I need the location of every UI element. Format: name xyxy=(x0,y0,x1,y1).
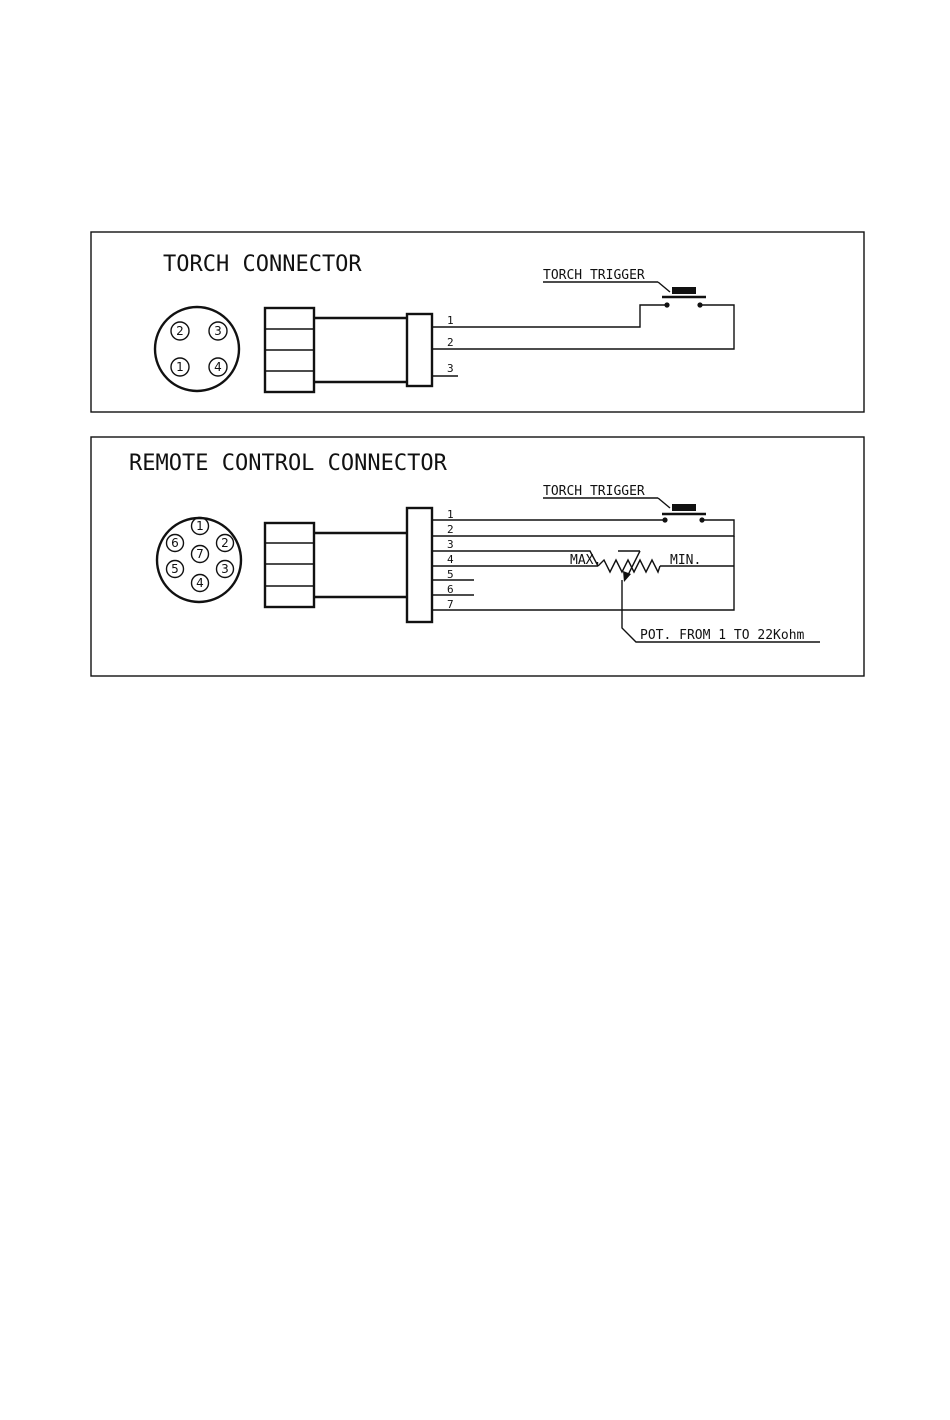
remote-trigger-leader xyxy=(658,498,670,508)
remote-pin-label: 6 xyxy=(447,583,454,596)
potentiometer xyxy=(598,551,660,582)
torch-socket-pin-label: 4 xyxy=(214,360,222,374)
torch-connector-panel: TORCH CONNECTOR 2 3 1 4 1 2 3 xyxy=(91,232,864,412)
remote-plug-nut xyxy=(265,523,314,607)
torch-socket-outline xyxy=(155,307,239,391)
remote-socket-face: 1 6 7 2 5 3 4 xyxy=(157,518,241,603)
remote-wire-7 xyxy=(432,536,734,610)
remote-panel-title: REMOTE CONTROL CONNECTOR xyxy=(129,451,448,476)
potentiometer-resistor xyxy=(598,560,660,572)
torch-pin-label: 3 xyxy=(447,362,454,375)
torch-panel-title: TORCH CONNECTOR xyxy=(163,252,362,277)
torch-socket-pin-label: 2 xyxy=(176,324,184,338)
pot-max-label: MAX. xyxy=(570,553,601,568)
remote-pin-label: 2 xyxy=(447,523,454,536)
torch-plug-body xyxy=(265,308,432,392)
remote-connector-panel: REMOTE CONTROL CONNECTOR 1 6 7 2 5 3 4 xyxy=(91,437,864,676)
remote-plug-pin-block xyxy=(407,508,432,622)
torch-wires xyxy=(432,305,734,376)
remote-socket-pin-label: 1 xyxy=(196,519,204,533)
torch-trigger-button xyxy=(672,287,696,294)
remote-wire-2 xyxy=(432,520,734,536)
remote-socket-pin-label: 6 xyxy=(171,536,179,550)
torch-pin-label: 1 xyxy=(447,314,454,327)
torch-wire-1 xyxy=(432,305,667,327)
remote-socket-pin-label: 5 xyxy=(171,562,179,576)
torch-trigger-label: TORCH TRIGGER xyxy=(543,268,645,283)
remote-socket-pin-label: 3 xyxy=(221,562,229,576)
remote-plug-body xyxy=(265,508,432,622)
remote-pin-label: 5 xyxy=(447,568,454,581)
torch-socket-face: 2 3 1 4 xyxy=(155,307,239,391)
remote-socket-pin-label: 7 xyxy=(196,547,204,561)
pot-range-label: POT. FROM 1 TO 22Kohm xyxy=(640,628,805,643)
remote-socket-pin-label: 4 xyxy=(196,576,204,590)
remote-pin-label: 1 xyxy=(447,508,454,521)
torch-plug-pin-block xyxy=(407,314,432,386)
remote-pin-label: 3 xyxy=(447,538,454,551)
torch-trigger-leader xyxy=(658,282,670,292)
remote-socket-pin-label: 2 xyxy=(221,536,229,550)
remote-trigger-label: TORCH TRIGGER xyxy=(543,484,645,499)
torch-pin-label: 2 xyxy=(447,336,454,349)
torch-socket-pin-label: 3 xyxy=(214,324,222,338)
pot-min-label: MIN. xyxy=(670,553,701,568)
remote-trigger-button xyxy=(672,504,696,511)
torch-socket-pin-label: 1 xyxy=(176,360,184,374)
remote-pin-label: 7 xyxy=(447,598,454,611)
remote-pin-label: 4 xyxy=(447,553,454,566)
